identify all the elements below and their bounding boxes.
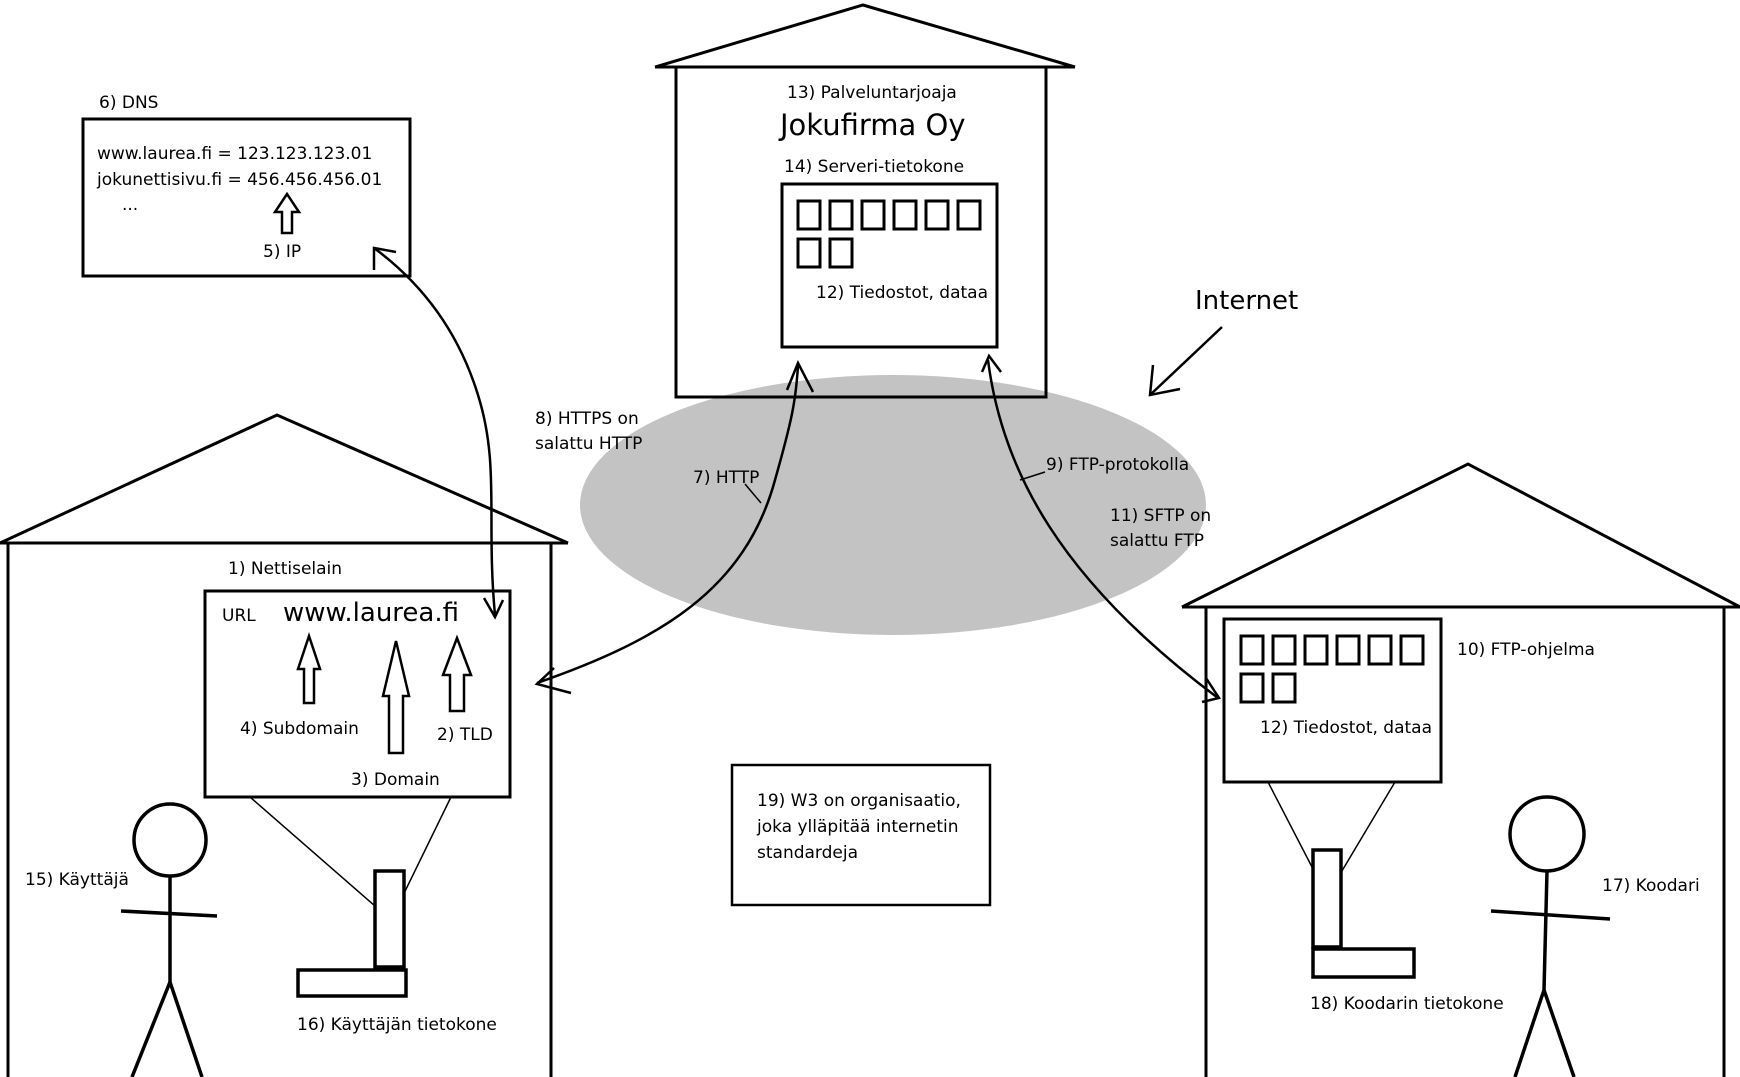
http-label: 7) HTTP bbox=[693, 468, 759, 488]
ftp-protocol-label: 9) FTP-protokolla bbox=[1046, 455, 1189, 475]
w3-note-line-1: 19) W3 on organisaatio, bbox=[757, 791, 961, 811]
ftp-connection-arrow bbox=[980, 353, 1222, 704]
user-label: 15) Käyttäjä bbox=[25, 870, 129, 890]
tld-label: 2) TLD bbox=[437, 725, 493, 745]
http-connection-arrow bbox=[534, 360, 815, 695]
coder-label: 17) Koodari bbox=[1602, 876, 1700, 896]
coder-computer-label: 18) Koodarin tietokone bbox=[1310, 994, 1504, 1014]
url-value: www.laurea.fi bbox=[283, 598, 459, 628]
dns-row-3: ... bbox=[122, 195, 138, 215]
dns-row-1: www.laurea.fi = 123.123.123.01 bbox=[97, 144, 372, 164]
w3-note-line-3: standardeja bbox=[757, 843, 858, 863]
sftp-label: 11) SFTP on bbox=[1110, 506, 1211, 526]
user-computer bbox=[249, 796, 452, 998]
user-computer-label: 16) Käyttäjän tietokone bbox=[297, 1015, 497, 1035]
coder-figure bbox=[1490, 795, 1611, 1077]
https-label: 8) HTTPS on bbox=[535, 409, 639, 429]
browser-label: 1) Nettiselain bbox=[228, 559, 342, 579]
https-label-2: salattu HTTP bbox=[535, 434, 642, 454]
w3-note-line-2: joka ylläpitää internetin bbox=[756, 817, 959, 837]
ip-up-arrow bbox=[272, 191, 302, 235]
user-house bbox=[0, 413, 569, 1077]
url-label: URL bbox=[222, 606, 256, 626]
provider-label: 13) Palveluntarjoaja bbox=[787, 83, 957, 103]
subdomain-label: 4) Subdomain bbox=[240, 719, 359, 739]
internet-arrow bbox=[1148, 326, 1223, 397]
internet-label: Internet bbox=[1195, 286, 1298, 316]
server-file-icons bbox=[796, 199, 982, 269]
tld-arrow bbox=[441, 634, 473, 713]
dns-row-2: jokunettisivu.fi = 456.456.456.01 bbox=[96, 170, 382, 190]
server-house bbox=[654, 3, 1076, 399]
ftp-program-label: 10) FTP-ohjelma bbox=[1457, 640, 1595, 660]
user-figure bbox=[120, 802, 218, 1077]
server-files-label: 12) Tiedostot, dataa bbox=[816, 283, 988, 303]
domain-label: 3) Domain bbox=[351, 770, 440, 790]
company-name: Jokufirma Oy bbox=[778, 108, 965, 142]
dns-label: 6) DNS bbox=[99, 93, 158, 113]
ftp-program-window bbox=[1222, 617, 1443, 784]
domain-arrow bbox=[381, 640, 411, 755]
internet-cloud bbox=[580, 375, 1206, 635]
coder-computer bbox=[1267, 781, 1416, 979]
w3-note-box bbox=[730, 763, 992, 907]
browser-window bbox=[203, 589, 512, 799]
coder-file-icons bbox=[1239, 634, 1425, 704]
ip-label: 5) IP bbox=[263, 242, 301, 262]
coder-house bbox=[1181, 462, 1740, 1077]
coder-files-label: 12) Tiedostot, dataa bbox=[1260, 718, 1432, 738]
server-computer-box bbox=[780, 182, 999, 349]
dns-connection-arrow bbox=[372, 246, 505, 620]
sftp-label-2: salattu FTP bbox=[1110, 531, 1204, 551]
dns-box bbox=[81, 117, 412, 278]
server-label: 14) Serveri-tietokone bbox=[784, 157, 964, 177]
subdomain-arrow bbox=[296, 632, 322, 705]
